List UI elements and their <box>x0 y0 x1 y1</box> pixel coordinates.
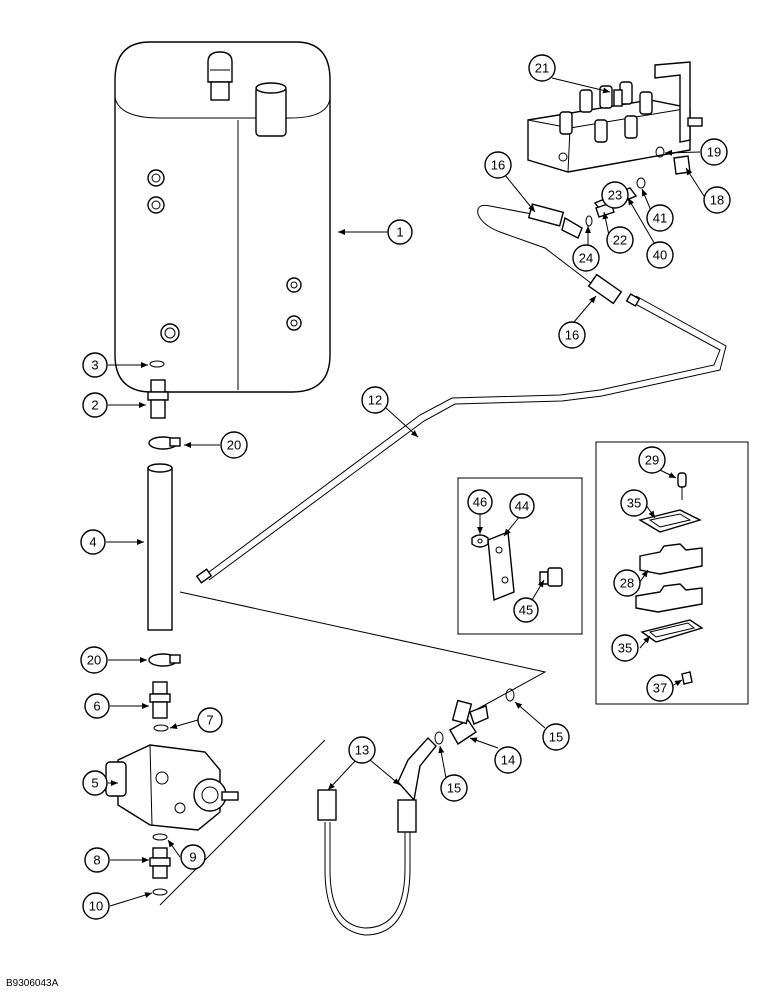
callout-10: 10 <box>82 892 110 920</box>
callout-8: 8 <box>84 847 110 873</box>
callout-4: 4 <box>80 529 106 555</box>
figure-code: B9306043A <box>6 978 59 989</box>
callout-16-upper: 16 <box>484 151 512 179</box>
svg-text:12: 12 <box>368 393 382 408</box>
leader-lines <box>106 77 705 907</box>
svg-text:5: 5 <box>91 776 98 791</box>
callout-21: 21 <box>528 54 556 82</box>
callout-12: 12 <box>361 386 389 414</box>
svg-text:10: 10 <box>89 899 103 914</box>
svg-text:16: 16 <box>491 158 505 173</box>
callout-6: 6 <box>84 693 110 719</box>
hose-clamp-upper <box>148 436 181 450</box>
svg-text:3: 3 <box>91 358 98 373</box>
callout-35-upper: 35 <box>620 489 648 517</box>
callout-23: 23 <box>601 181 629 209</box>
oring-10 <box>152 888 168 896</box>
valve-block <box>527 61 703 173</box>
svg-text:13: 13 <box>355 743 369 758</box>
callout-14: 14 <box>494 746 522 774</box>
fitting-8 <box>149 847 171 879</box>
svg-text:23: 23 <box>608 188 622 203</box>
callout-7: 7 <box>197 707 223 733</box>
pressure-hose-13 <box>317 736 437 936</box>
svg-text:14: 14 <box>501 753 515 768</box>
oring-15-right <box>505 688 515 702</box>
svg-text:44: 44 <box>515 499 529 514</box>
hydraulic-pump <box>105 744 239 831</box>
oring-24 <box>585 215 593 227</box>
callout-20-upper: 20 <box>220 431 248 459</box>
leader-12-dash <box>179 591 547 713</box>
svg-text:22: 22 <box>613 233 627 248</box>
svg-text:9: 9 <box>189 850 196 865</box>
fitting-6 <box>149 681 171 719</box>
oring-41 <box>636 177 646 189</box>
callout-9: 9 <box>180 844 206 870</box>
tube-12 <box>195 293 727 584</box>
oring-3 <box>149 360 165 368</box>
svg-text:46: 46 <box>473 495 487 510</box>
svg-text:1: 1 <box>396 225 403 240</box>
svg-text:21: 21 <box>535 61 549 76</box>
svg-text:8: 8 <box>93 853 100 868</box>
oring-19 <box>655 146 665 158</box>
hydraulic-tank <box>114 41 331 393</box>
svg-text:24: 24 <box>579 251 593 266</box>
svg-text:35: 35 <box>618 641 632 656</box>
svg-text:7: 7 <box>206 713 213 728</box>
svg-text:29: 29 <box>645 453 659 468</box>
svg-text:2: 2 <box>91 398 98 413</box>
svg-text:40: 40 <box>653 248 667 263</box>
callout-19: 19 <box>700 138 728 166</box>
hose-clamp-lower <box>148 653 181 667</box>
callout-15-left: 15 <box>440 774 468 802</box>
suction-hose-4 <box>147 463 173 631</box>
callout-5: 5 <box>82 770 108 796</box>
oring-9 <box>152 833 168 841</box>
elbow-fitting-14 <box>449 699 489 745</box>
oring-15-left <box>434 731 444 745</box>
svg-text:16: 16 <box>565 328 579 343</box>
callout-28: 28 <box>613 569 641 597</box>
fitting-2 <box>147 379 169 419</box>
svg-text:37: 37 <box>653 681 667 696</box>
hose-assembly-16 <box>477 203 623 305</box>
svg-text:18: 18 <box>710 193 724 208</box>
callout-16-lower: 16 <box>558 321 586 349</box>
callout-37: 37 <box>646 674 674 702</box>
svg-text:20: 20 <box>87 653 101 668</box>
callout-24: 24 <box>572 244 600 272</box>
callout-15-right: 15 <box>542 723 570 751</box>
callout-22: 22 <box>606 226 634 254</box>
svg-text:45: 45 <box>519 603 533 618</box>
callout-3: 3 <box>82 352 108 378</box>
callout-35-lower: 35 <box>611 634 639 662</box>
callout-13: 13 <box>348 736 376 764</box>
callout-18: 18 <box>703 186 731 214</box>
svg-text:15: 15 <box>549 730 563 745</box>
callout-29: 29 <box>638 446 666 474</box>
callout-20-lower: 20 <box>80 646 108 674</box>
svg-text:15: 15 <box>447 781 461 796</box>
kit-box-1 <box>457 477 583 635</box>
svg-text:4: 4 <box>89 535 96 550</box>
callout-44: 44 <box>509 493 535 519</box>
callout-41: 41 <box>646 204 674 232</box>
dash-line-10 <box>159 739 326 906</box>
svg-text:41: 41 <box>653 211 667 226</box>
svg-text:28: 28 <box>620 576 634 591</box>
oring-7 <box>153 724 169 732</box>
callout-40: 40 <box>646 241 674 269</box>
svg-text:20: 20 <box>227 438 241 453</box>
callout-46: 46 <box>467 489 493 515</box>
callout-2: 2 <box>82 392 108 418</box>
callout-1: 1 <box>387 219 413 245</box>
svg-text:35: 35 <box>627 496 641 511</box>
callout-45: 45 <box>513 597 539 623</box>
svg-text:19: 19 <box>707 145 721 160</box>
svg-text:6: 6 <box>93 699 100 714</box>
kit-box-2 <box>595 441 749 705</box>
